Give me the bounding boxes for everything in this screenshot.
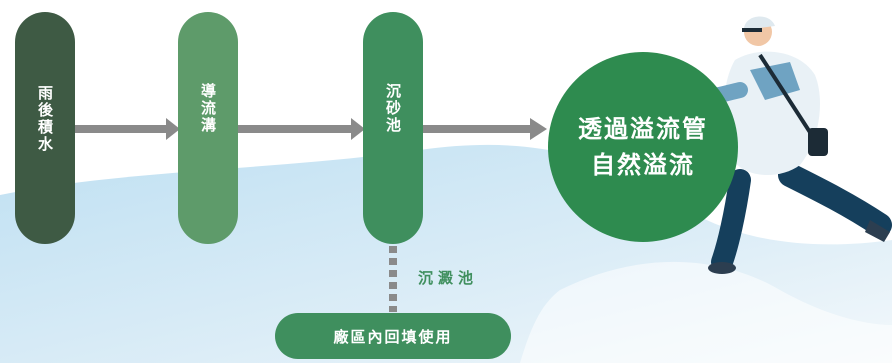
sedimentation-label: 沉澱池 bbox=[418, 269, 479, 287]
step-rain-water: 雨後積水 bbox=[15, 12, 75, 244]
branch-outcome: 廠區內回填使用 bbox=[275, 313, 511, 359]
outcome-overflow: 透過溢流管 自然溢流 bbox=[548, 52, 738, 242]
outcome-line-1: 透過溢流管 bbox=[578, 115, 708, 143]
arrow-1 bbox=[75, 118, 180, 140]
step-grit-chamber: 沉砂池 bbox=[363, 12, 423, 244]
arrow-3 bbox=[423, 118, 547, 140]
water-highlight bbox=[520, 261, 892, 363]
step-drainage-ditch: 導流溝 bbox=[178, 12, 238, 244]
arrow-2 bbox=[238, 118, 365, 140]
outcome-line-2: 自然溢流 bbox=[591, 151, 695, 179]
